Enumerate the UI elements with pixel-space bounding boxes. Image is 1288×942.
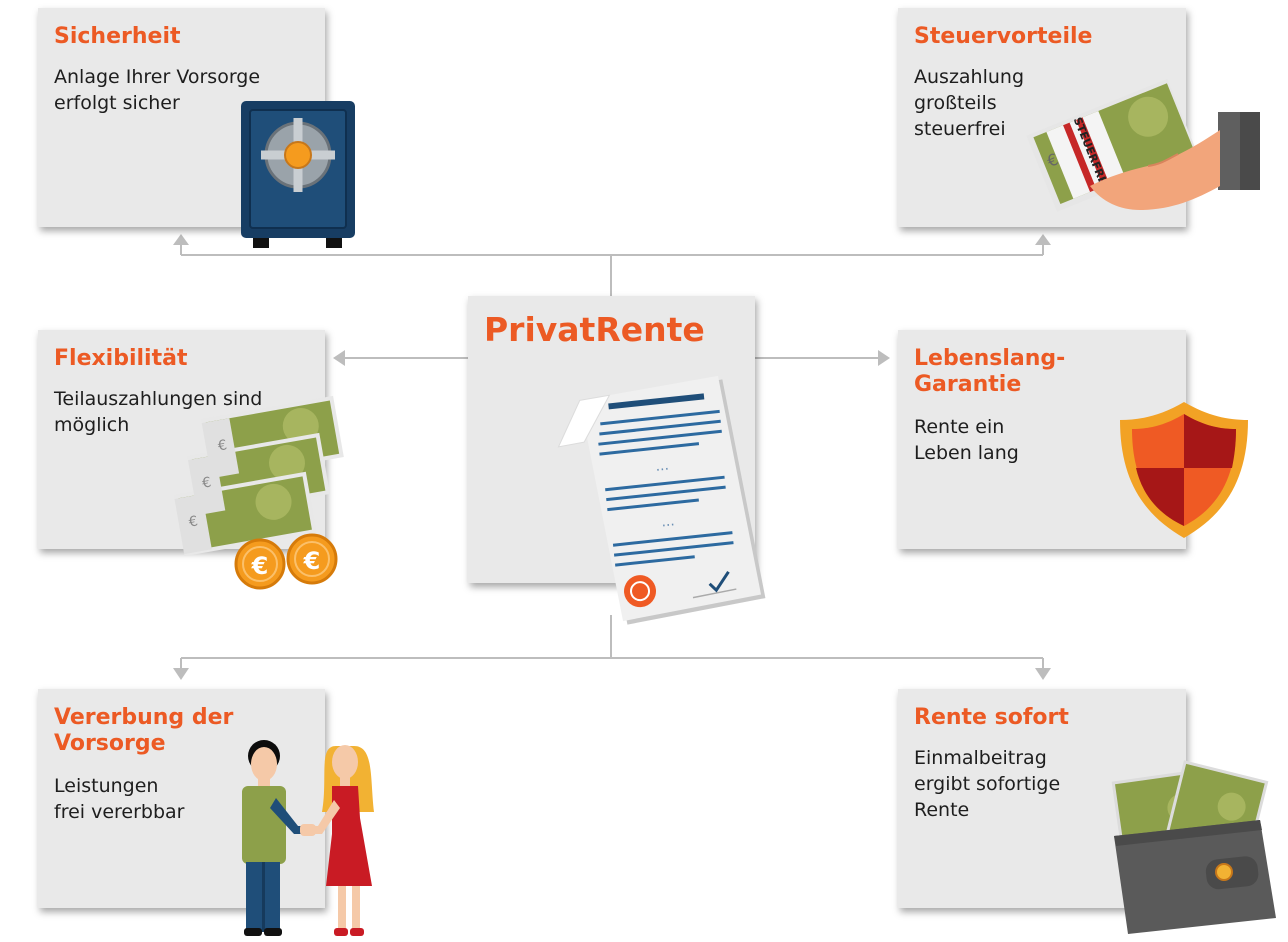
euro-coin-icon: € € bbox=[234, 533, 338, 590]
card-title: Sicherheit bbox=[54, 24, 181, 49]
handshake-people-icon bbox=[242, 740, 374, 936]
card-title: Steuervorteile bbox=[914, 24, 1093, 49]
banknotes-icon: € € € bbox=[173, 395, 344, 557]
card-title-line: Garantie bbox=[914, 372, 1022, 397]
arrow-up-icon bbox=[1035, 234, 1051, 245]
document-ellipsis: ... bbox=[660, 513, 675, 530]
shield-icon bbox=[1120, 402, 1248, 538]
arrow-down-icon bbox=[1035, 668, 1051, 680]
card-title-line: Lebenslang- bbox=[914, 346, 1066, 371]
card-description-line: großteils bbox=[914, 92, 997, 114]
euro-symbol: € bbox=[303, 547, 321, 575]
card-title: Rente sofort bbox=[914, 705, 1069, 730]
card-title-line: Vererbung der bbox=[54, 705, 234, 730]
card-description-line: Leistungen bbox=[54, 775, 159, 797]
euro-symbol: € bbox=[251, 552, 269, 580]
wallet-icon bbox=[1111, 760, 1276, 934]
document-ellipsis: ... bbox=[655, 457, 670, 474]
money-hand-icon: STEUERFREI € bbox=[1026, 78, 1260, 212]
card-description-line: Einmalbeitrag bbox=[914, 747, 1047, 769]
card-description-line: Rente ein bbox=[914, 416, 1005, 438]
card-description-line: ergibt sofortige bbox=[914, 773, 1061, 795]
card-description-line: steuerfrei bbox=[914, 118, 1006, 140]
center-title: PrivatRente bbox=[484, 310, 705, 349]
euro-symbol: € bbox=[201, 475, 213, 492]
card-title-line: Vorsorge bbox=[54, 731, 166, 756]
card-description-line: möglich bbox=[54, 414, 130, 436]
card-description-line: frei vererbbar bbox=[54, 801, 185, 823]
card-description-line: Auszahlung bbox=[914, 66, 1025, 88]
card-description-line: Leben lang bbox=[914, 442, 1019, 464]
euro-symbol: € bbox=[217, 437, 229, 454]
safe-icon bbox=[241, 101, 355, 248]
card-description-line: Teilauszahlungen sind bbox=[54, 388, 263, 410]
arrow-right-icon bbox=[878, 350, 890, 366]
card-description-line: Rente bbox=[914, 799, 970, 821]
card-description-line: Anlage Ihrer Vorsorge bbox=[54, 66, 261, 88]
document-icon: ... ... bbox=[557, 375, 766, 625]
card-description-line: erfolgt sicher bbox=[54, 92, 180, 114]
arrow-left-icon bbox=[333, 350, 345, 366]
arrow-up-icon bbox=[173, 234, 189, 245]
arrow-down-icon bbox=[173, 668, 189, 680]
card-title: Flexibilität bbox=[54, 346, 188, 371]
euro-symbol: € bbox=[188, 513, 200, 530]
